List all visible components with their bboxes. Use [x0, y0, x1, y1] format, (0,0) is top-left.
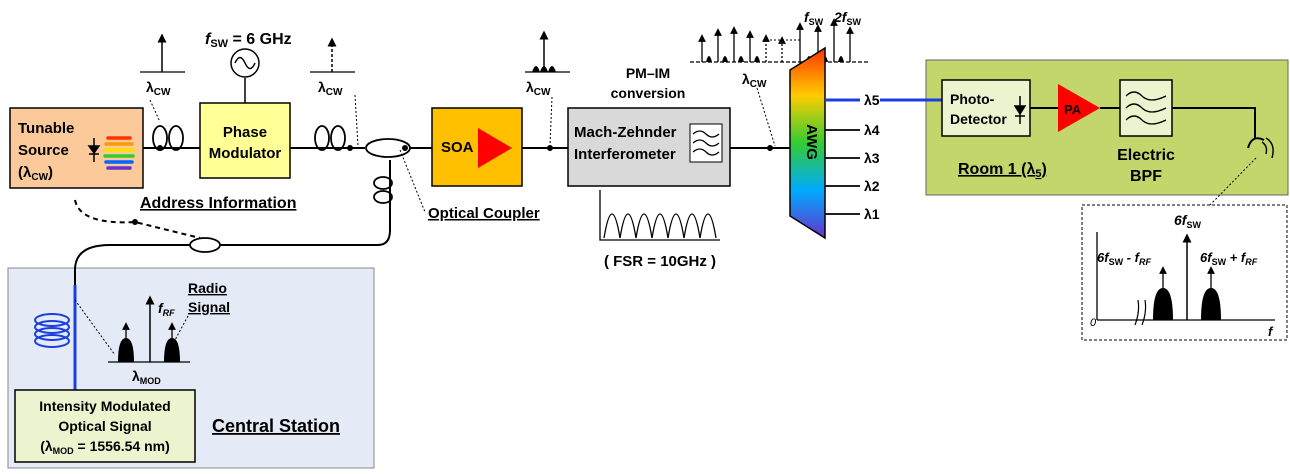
- rainbow-lines-icon: [103, 136, 135, 170]
- bpf-line2: BPF: [1130, 168, 1162, 185]
- photodiode-icon: [1013, 96, 1027, 124]
- address-info-label: Address Information: [140, 195, 296, 212]
- fiber-loop-3: [373, 176, 393, 204]
- im-line3: (λMOD = 1556.54 nm): [40, 438, 170, 456]
- svg-text:λMOD: λMOD: [132, 368, 161, 386]
- rf-inset-pointer: [1209, 157, 1257, 206]
- awg-label: AWG: [803, 124, 820, 160]
- mzi-line1: Mach-Zehnder: [574, 124, 677, 141]
- bpf-box: [1119, 79, 1173, 137]
- bpf-line1: Electric: [1117, 147, 1175, 164]
- pa-label: PA: [1064, 102, 1082, 117]
- tunable-line1: Tunable: [18, 120, 74, 137]
- bpf-to-antenna: [1172, 107, 1256, 138]
- bpf-filter-icon: [1125, 91, 1167, 125]
- antenna-icon: [1247, 137, 1274, 159]
- svg-text:6fSW - fRF: 6fSW - fRF: [1097, 250, 1151, 267]
- im-line1: Intensity Modulated: [39, 398, 170, 414]
- coupler-pointer: [399, 149, 426, 213]
- radio-spectrum: λMOD fRF Radio Signal: [74, 280, 230, 386]
- soa-label: SOA: [441, 139, 474, 156]
- svg-text:6fSW: 6fSW: [1174, 212, 1201, 230]
- address-dot: [132, 219, 138, 225]
- svg-text:Radio: Radio: [188, 280, 227, 296]
- sine-icon: [234, 56, 256, 70]
- svg-text:0: 0: [1090, 317, 1097, 329]
- laser-diode-icon: [87, 138, 101, 162]
- svg-text:6fSW + fRF: 6fSW + fRF: [1200, 250, 1258, 267]
- svg-text:f: f: [1268, 324, 1274, 339]
- photodetector-line1: Photo-: [950, 91, 995, 107]
- photodetector-line2: Detector: [950, 111, 1007, 127]
- room-label: Room 1 (λ5): [958, 161, 1047, 180]
- amplifier-icon: [478, 128, 512, 168]
- svg-text:λCW: λCW: [318, 79, 343, 98]
- tunable-sub: (λCW): [18, 164, 53, 183]
- awg-ports: [825, 98, 860, 215]
- fsr-label: ( FSR = 10GHz ): [604, 253, 716, 270]
- address-dashed-line: [74, 199, 201, 239]
- pa-icon: [1058, 84, 1100, 132]
- svg-text:λCW: λCW: [526, 79, 551, 98]
- svg-text:λCW: λCW: [146, 79, 171, 98]
- optical-coupler: [365, 138, 411, 158]
- fsw-label: fSW = 6 GHz: [205, 31, 292, 50]
- svg-text:fSW: fSW: [804, 9, 824, 27]
- spectrum-cw-1: λCW: [140, 33, 185, 123]
- svg-text:λCW: λCW: [742, 71, 767, 90]
- rf-spectrum: 6fSW 6fSW - fRF 6fSW + fRF 0 f: [1090, 212, 1275, 339]
- tunable-source-box: [9, 107, 144, 189]
- awg-port-3: λ3: [864, 150, 880, 166]
- phase-line1: Phase: [223, 124, 267, 141]
- rf-spectrum-inset: [1081, 204, 1288, 341]
- svg-text:2fSW: 2fSW: [833, 9, 861, 27]
- central-station-label: Central Station: [212, 416, 340, 436]
- awg-port-2: λ2: [864, 178, 880, 194]
- awg-block: [789, 46, 826, 240]
- photodetector-box: [941, 79, 1031, 137]
- main-fiber: [74, 147, 790, 320]
- spectrum-soa: λCW: [525, 30, 570, 146]
- intensity-modulated-box: [14, 389, 196, 463]
- svg-text:fRF: fRF: [158, 300, 175, 318]
- im-line2: Optical Signal: [58, 418, 151, 434]
- awg-port-1: λ1: [864, 206, 880, 222]
- optical-coupler-label: Optical Coupler: [428, 205, 540, 222]
- pm-im-line2: conversion: [611, 85, 686, 101]
- fsr-curve: [599, 190, 720, 241]
- svg-text:Signal: Signal: [188, 299, 230, 315]
- awg-port-4: λ4: [864, 122, 880, 138]
- spectrum-cw-2: λCW: [310, 37, 359, 147]
- mzi-line2: Interferometer: [574, 146, 676, 163]
- awg-port-5: λ5: [864, 92, 880, 108]
- fiber-loop-2: [314, 125, 346, 151]
- fiber-spool-icon: [34, 313, 70, 348]
- pm-im-line1: PM–IM: [626, 65, 670, 81]
- tunable-line2: Source: [18, 142, 69, 159]
- splitter: [189, 237, 221, 253]
- junction-dots: [157, 145, 773, 151]
- phase-line2: Modulator: [209, 145, 282, 162]
- filter-icon: [692, 130, 720, 156]
